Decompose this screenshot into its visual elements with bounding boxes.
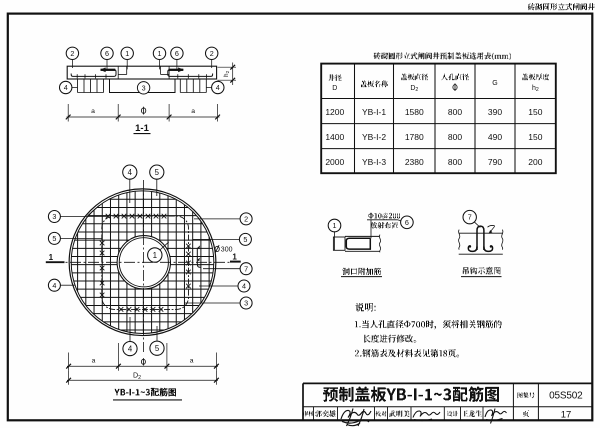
svg-text:1: 1: [158, 49, 162, 58]
svg-text:2000: 2000: [325, 157, 344, 167]
svg-text:1: 1: [333, 221, 337, 230]
svg-text:5: 5: [155, 344, 160, 353]
svg-text:1400: 1400: [325, 132, 344, 142]
svg-text:5: 5: [243, 235, 247, 244]
svg-text:5: 5: [155, 168, 160, 177]
svg-text:G: G: [492, 80, 497, 87]
svg-text:490: 490: [488, 132, 502, 142]
svg-text:a: a: [190, 358, 194, 365]
svg-text:1: 1: [232, 252, 237, 261]
svg-text:YB-I-1: YB-I-1: [362, 107, 386, 117]
svg-text:2380: 2380: [405, 157, 424, 167]
svg-text:6: 6: [105, 49, 109, 58]
svg-text:D2: D2: [410, 85, 418, 93]
svg-text:1: 1: [49, 253, 54, 262]
svg-text:a: a: [91, 108, 95, 115]
svg-text:1780: 1780: [405, 132, 424, 142]
svg-text:17: 17: [561, 409, 572, 420]
svg-text:7: 7: [244, 264, 248, 273]
svg-text:150: 150: [528, 107, 542, 117]
svg-text:800: 800: [448, 107, 462, 117]
svg-text:4: 4: [128, 168, 133, 177]
svg-text:4: 4: [128, 344, 133, 353]
svg-text:1580: 1580: [405, 107, 424, 117]
svg-text:790: 790: [488, 157, 502, 167]
svg-text:3: 3: [142, 83, 146, 92]
svg-text:D: D: [332, 85, 337, 92]
svg-text:1: 1: [125, 49, 129, 58]
svg-text:1200: 1200: [325, 107, 344, 117]
svg-text:05S502: 05S502: [549, 391, 583, 402]
svg-text:h2: h2: [532, 85, 539, 93]
svg-text:2: 2: [70, 49, 74, 58]
svg-text:1-1: 1-1: [135, 123, 149, 134]
svg-text:800: 800: [448, 132, 462, 142]
svg-text:1: 1: [153, 251, 158, 260]
svg-text:300: 300: [221, 247, 233, 254]
svg-text:7: 7: [468, 213, 472, 222]
svg-text:150: 150: [528, 132, 542, 142]
svg-text:4: 4: [242, 282, 246, 291]
svg-text:800: 800: [448, 157, 462, 167]
svg-text:2: 2: [244, 214, 248, 223]
svg-text:D2: D2: [133, 371, 141, 381]
svg-text:6: 6: [175, 49, 179, 58]
svg-text:6: 6: [405, 218, 409, 227]
svg-text:4: 4: [52, 281, 56, 290]
svg-text:YB-I-2: YB-I-2: [362, 132, 386, 142]
svg-text:h2: h2: [223, 70, 231, 76]
svg-text:4: 4: [216, 83, 220, 92]
svg-text:3: 3: [244, 299, 248, 308]
svg-text:3: 3: [52, 212, 56, 221]
svg-text:a: a: [191, 108, 195, 115]
svg-text:YB-I-3: YB-I-3: [362, 157, 386, 167]
svg-text:4: 4: [64, 83, 68, 92]
svg-text:200: 200: [528, 157, 542, 167]
svg-text:2: 2: [210, 49, 214, 58]
svg-text:a: a: [92, 358, 96, 365]
svg-text:390: 390: [488, 107, 502, 117]
svg-text:5: 5: [52, 234, 56, 243]
